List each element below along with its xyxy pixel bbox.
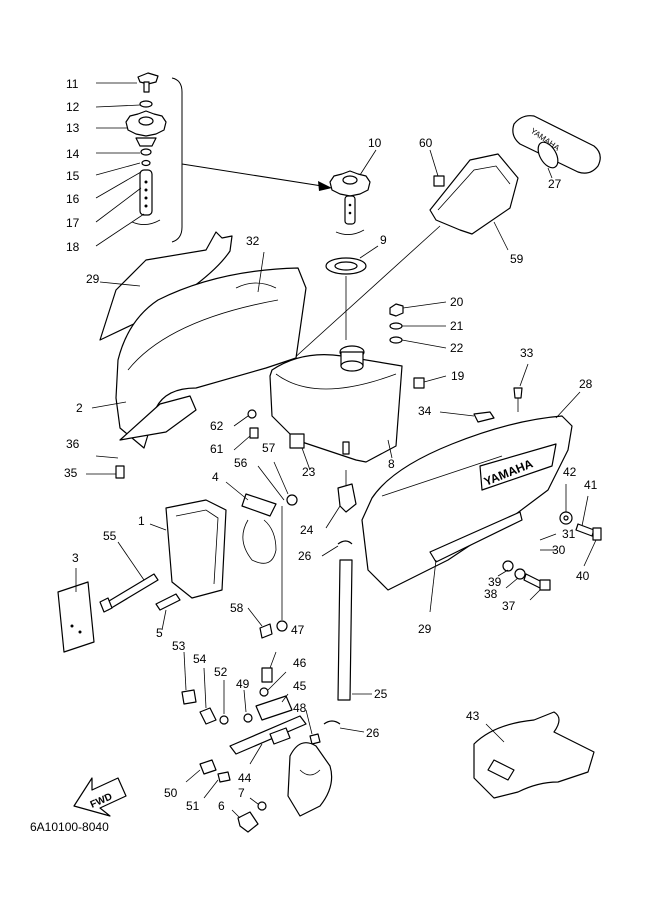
label-60: 60	[419, 136, 433, 150]
fuel-line	[323, 559, 372, 733]
label-7: 7	[238, 786, 245, 800]
label-1: 1	[138, 514, 145, 528]
label-36: 36	[66, 437, 80, 451]
label-32: 32	[246, 234, 260, 248]
label-62: 62	[210, 419, 224, 433]
label-21: 21	[450, 319, 464, 333]
label-29-left: 29	[86, 272, 100, 286]
label-28: 28	[579, 377, 593, 391]
label-24: 24	[300, 523, 314, 537]
label-13: 13	[66, 121, 80, 135]
label-59: 59	[510, 252, 524, 266]
label-43: 43	[466, 709, 480, 723]
label-38: 38	[484, 587, 498, 601]
lower-linkage	[181, 651, 333, 833]
left-side-cover	[86, 231, 307, 479]
label-6: 6	[218, 799, 225, 813]
label-27: 27	[548, 177, 562, 191]
label-37: 37	[502, 599, 516, 613]
fuel-cap-assembly	[325, 149, 379, 340]
label-5: 5	[156, 626, 163, 640]
label-35: 35	[64, 466, 78, 480]
right-fasteners	[497, 484, 602, 601]
label-33: 33	[520, 346, 534, 360]
fuel-cap-detail	[95, 72, 332, 247]
label-53: 53	[172, 639, 186, 653]
label-39: 39	[488, 575, 502, 589]
label-40: 40	[576, 569, 590, 583]
label-2: 2	[76, 401, 83, 415]
label-26-lower: 26	[366, 726, 380, 740]
label-45: 45	[293, 679, 307, 693]
label-46: 46	[293, 656, 307, 670]
label-30: 30	[552, 543, 566, 557]
label-50: 50	[164, 786, 178, 800]
label-20: 20	[450, 295, 464, 309]
label-52: 52	[214, 665, 228, 679]
label-25: 25	[374, 687, 388, 701]
label-19: 19	[451, 369, 465, 383]
center-small-parts	[233, 409, 357, 639]
label-18: 18	[66, 240, 80, 254]
diagram-code: 6A10100-8040	[30, 820, 109, 834]
label-26-upper: 26	[298, 549, 312, 563]
label-48: 48	[293, 701, 307, 715]
label-44: 44	[238, 771, 252, 785]
label-31: 31	[562, 527, 576, 541]
part-43-inset	[473, 711, 595, 799]
label-14: 14	[66, 147, 80, 161]
label-23: 23	[302, 465, 316, 479]
label-17: 17	[66, 216, 80, 230]
label-54: 54	[193, 652, 207, 666]
small-hardware-right	[389, 301, 529, 423]
label-22: 22	[450, 341, 464, 355]
label-9: 9	[380, 233, 387, 247]
label-47: 47	[291, 623, 305, 637]
label-11: 11	[66, 77, 79, 91]
label-49: 49	[236, 677, 250, 691]
label-34: 34	[418, 404, 432, 418]
label-8: 8	[388, 457, 395, 471]
label-61: 61	[210, 442, 224, 456]
label-12: 12	[66, 100, 80, 114]
label-16: 16	[66, 192, 80, 206]
label-3: 3	[72, 551, 79, 565]
label-29-right: 29	[418, 622, 432, 636]
label-10: 10	[368, 136, 382, 150]
label-51: 51	[186, 799, 200, 813]
carry-handle-27: YAMAHA	[512, 115, 601, 179]
label-55: 55	[103, 529, 117, 543]
bracket-59	[269, 149, 519, 381]
label-41: 41	[584, 478, 598, 492]
lower-left-components	[57, 481, 277, 653]
part-labels: 11 12 13 14 15 16 17 18 10 60 27 9 32 59…	[64, 77, 598, 813]
label-42: 42	[563, 465, 577, 479]
label-58: 58	[230, 601, 244, 615]
label-56: 56	[234, 456, 248, 470]
label-15: 15	[66, 169, 80, 183]
right-side-cover: YAMAHA	[361, 391, 581, 613]
label-4: 4	[212, 470, 219, 484]
forward-direction-arrow: FWD	[73, 777, 127, 817]
label-57: 57	[262, 441, 276, 455]
